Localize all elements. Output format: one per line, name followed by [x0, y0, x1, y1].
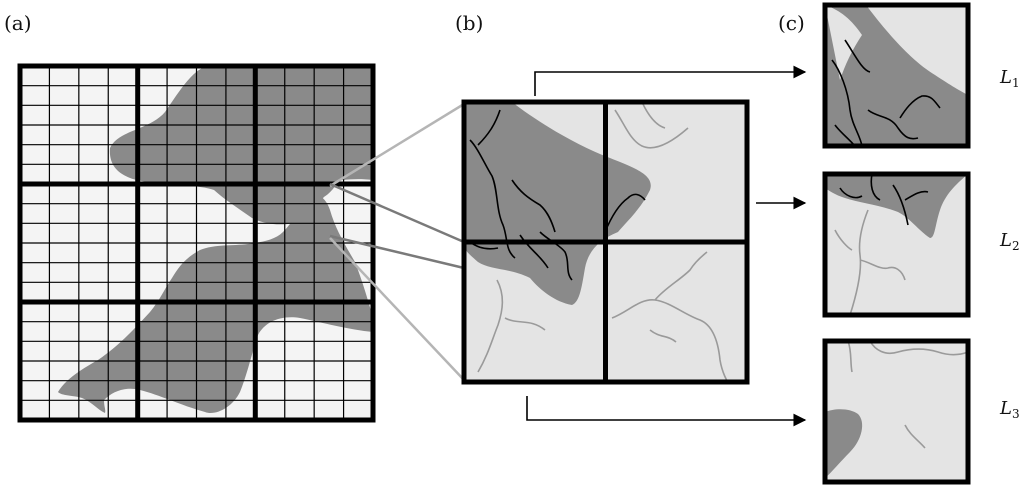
level-1-tile: [822, 2, 971, 149]
arrow-to-level-3: [526, 396, 807, 427]
connector-mid-upper: [329, 182, 465, 244]
zoom-connectors: [329, 102, 465, 381]
panel-a-grid: [17, 63, 376, 423]
level-3-tissue: [825, 409, 863, 478]
level-label-1: L1: [999, 67, 1020, 90]
level-2-border: [822, 171, 971, 318]
arrow-to-level-1: [534, 65, 807, 96]
panel-c-levels: [822, 2, 971, 485]
level-3-tile: [822, 338, 971, 485]
zoom-tile-dividers: [464, 102, 747, 382]
panel-label-c: (c): [778, 11, 805, 35]
fine-grid-lines: [20, 66, 373, 420]
connector-top: [329, 102, 465, 188]
panel-label-b: (b): [455, 11, 483, 35]
connector-bottom: [329, 237, 465, 381]
level-label-3: L3: [999, 398, 1020, 421]
coarse-grid-lines: [20, 66, 373, 420]
level-arrows: [526, 65, 807, 427]
level-1-tissue: [825, 5, 968, 146]
level-2-tile: [822, 171, 971, 318]
zoom-outer-border: [461, 99, 750, 385]
panel-label-a: (a): [4, 11, 32, 35]
level-label-2: L2: [999, 230, 1020, 253]
level-2-tissue: [825, 174, 968, 238]
level-1-border: [822, 2, 971, 149]
grid-outer-border: [17, 63, 376, 423]
panel-b-zoomed-tile: [461, 99, 750, 385]
fiber-lines-background: [477, 102, 729, 382]
connector-mid-lower: [329, 234, 465, 270]
level-3-border: [822, 338, 971, 485]
